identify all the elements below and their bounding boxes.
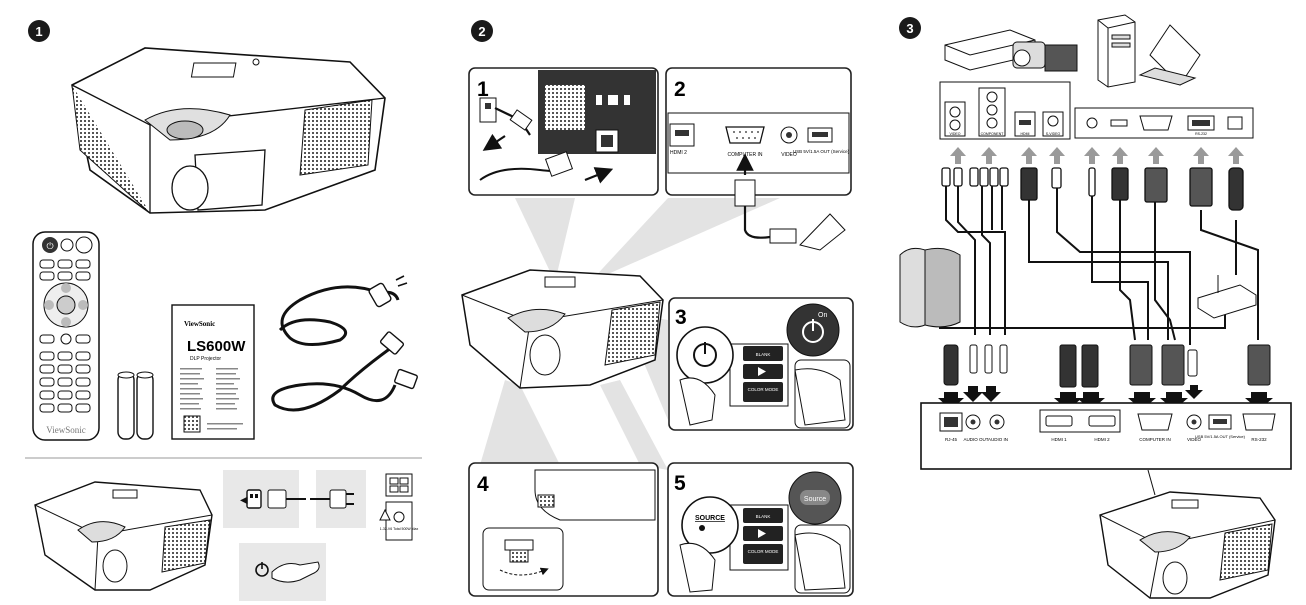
keypad-blank-label: BLANK [756, 352, 771, 357]
arrow-icon [482, 133, 506, 151]
camcorder-icon [1012, 41, 1078, 72]
guide-subtitle: DLP Projector [190, 356, 221, 362]
upload-arrows [950, 147, 1244, 164]
projector-top-illustration [71, 47, 386, 214]
remote-brand: ViewSonic [46, 425, 85, 435]
vga-cable-illustration [271, 331, 418, 412]
rear-label-rj45: RJ-45 [945, 437, 958, 442]
keypad-color-mode-label: COLOR MODE [748, 387, 779, 392]
section-2: 2 1 2 [461, 20, 854, 597]
power-cord-illustration [278, 275, 408, 346]
remote-control-illustration: ⏻ ViewSonic [32, 231, 100, 441]
connection-cables [939, 185, 1259, 345]
step2-usb-label: USB 5V/1.5A OUT (Service) [793, 149, 850, 154]
av-port-label-video: VIDEO [950, 132, 961, 136]
pc-device-ports: RS-232 [1074, 107, 1254, 139]
keypad-on-label: On [818, 312, 827, 319]
keypad-blank-label: BLANK [756, 514, 771, 519]
wall-outlet-illustration: 1-32-V6 Total 500W Max [379, 473, 419, 541]
step-4-panel: 4 [468, 462, 659, 597]
download-arrows [938, 385, 1273, 410]
keypad-source-button-label: Source [804, 496, 826, 503]
rear-label-audio-in: AUDIO IN [988, 437, 1008, 442]
section-2-badge [471, 20, 493, 42]
guide-brand: ViewSonic [184, 320, 215, 328]
step-1-number: 1 [477, 78, 489, 101]
router-icon [1197, 275, 1257, 319]
desktop-pc-icon [1097, 14, 1136, 88]
quick-start-guide-illustration: ViewSonic LS600W DLP Projector [171, 304, 255, 440]
section-2-number: 2 [478, 24, 485, 39]
section-1: 1 ⏻ [25, 20, 422, 601]
rotate-arrow-icon [499, 567, 549, 576]
source-plugs [941, 167, 1244, 211]
keypad-source-label: SOURCE [695, 515, 725, 522]
step-2-panel: 2 HDMI 2 COMPUTER IN VIDEO USB 5V/1.5A O… [665, 67, 852, 251]
keypad-color-mode-label: COLOR MODE [748, 549, 779, 554]
rear-label-computer-in: COMPUTER IN [1139, 437, 1171, 442]
step2-computer-in-label: COMPUTER IN [728, 152, 763, 158]
projector-back-illustration [1099, 491, 1276, 599]
laptop-icon [1138, 24, 1201, 86]
warning-icon [379, 508, 391, 521]
step-2-number: 2 [674, 78, 686, 101]
projector-plugs [943, 344, 1271, 388]
step2-video-label: VIDEO [781, 152, 797, 158]
step-5-number: 5 [674, 472, 686, 495]
step-3-number: 3 [675, 306, 687, 329]
projector-rear-panel: RJ-45 AUDIO OUT AUDIO IN HDMI 1 HDMI 2 C… [920, 402, 1292, 470]
section-1-badge [28, 20, 50, 42]
speakers-icon [899, 247, 961, 328]
arrow-left-icon: ◀ [240, 495, 248, 506]
step2-hdmi-label: HDMI 2 [670, 150, 687, 156]
play-icon [758, 367, 766, 376]
av-device-ports: VIDEO COMPONENT HDMI S-VIDEO [939, 81, 1071, 140]
projector-center-illustration [461, 269, 664, 389]
step-1-panel: 1 [468, 67, 659, 196]
power-connection-illustration: ◀ [240, 489, 354, 509]
guide-model: LS600W [187, 338, 246, 355]
pc-port-label-rs232: RS-232 [1195, 132, 1207, 136]
section-1-number: 1 [35, 24, 42, 39]
section-3: 3 VIDEO [899, 14, 1292, 599]
rear-label-hdmi1: HDMI 1 [1051, 437, 1067, 442]
section-3-badge [899, 17, 921, 39]
rear-label-audio-out: AUDIO OUT [963, 437, 988, 442]
projector-setup-illustration [34, 481, 213, 591]
rear-label-usb: USB 5V/1.5A OUT (Service) [1195, 434, 1246, 439]
qr-code-icon [183, 415, 201, 433]
section-3-number: 3 [906, 21, 913, 36]
rear-label-hdmi2: HDMI 2 [1094, 437, 1110, 442]
laptop-icon [799, 213, 846, 251]
play-icon [758, 529, 766, 538]
batteries-illustration [117, 371, 154, 440]
warning-text: 1-32-V6 Total 500W Max [380, 527, 419, 531]
step-5-panel: 5 BLANK COLOR MODE SOURCE Source [667, 462, 854, 597]
arrow-icon [584, 167, 614, 184]
step-4-number: 4 [477, 473, 489, 496]
svg-text:⏻: ⏻ [46, 241, 53, 251]
av-port-label-hdmi: HDMI [1021, 132, 1030, 136]
rear-label-video: VIDEO [1187, 437, 1202, 442]
av-port-label-component: COMPONENT [981, 132, 1005, 136]
av-port-label-svideo: S-VIDEO [1046, 132, 1061, 136]
power-button-press-illustration [255, 561, 320, 583]
rear-label-rs232: RS-232 [1251, 437, 1267, 442]
step-3-panel: 3 BLANK COLOR MODE On [668, 297, 854, 431]
